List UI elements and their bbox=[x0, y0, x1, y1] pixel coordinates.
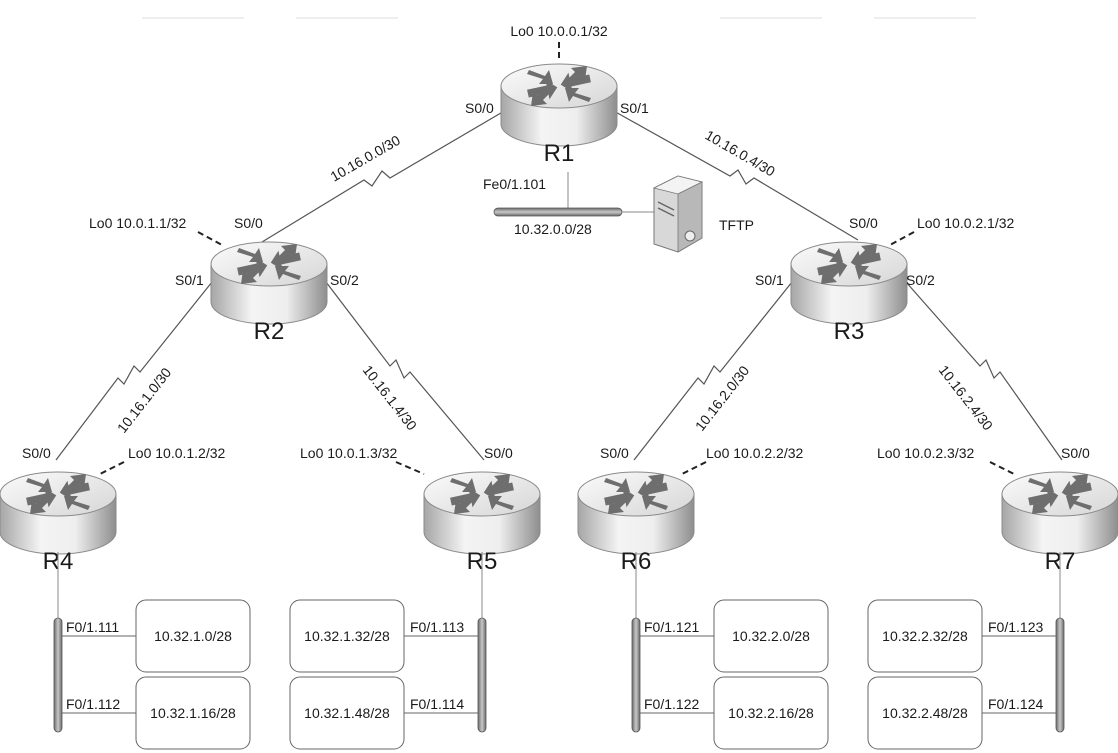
r4-loopback: Lo0 10.0.1.2/32 bbox=[128, 445, 226, 461]
r7-loopback: Lo0 10.0.2.3/32 bbox=[877, 445, 975, 461]
lan-r4-b: 10.32.1.16/28 bbox=[150, 705, 236, 721]
lan-r5-b: 10.32.1.48/28 bbox=[304, 705, 390, 721]
lan-r7-a: 10.32.2.32/28 bbox=[882, 628, 968, 644]
link-r2-r5 bbox=[325, 281, 485, 461]
link-r3-r7-label: 10.16.2.4/30 bbox=[936, 362, 997, 433]
r6-if-s00: S0/0 bbox=[600, 445, 629, 461]
link-r3-r6 bbox=[633, 281, 793, 461]
lan-r6-b: 10.32.2.16/28 bbox=[728, 705, 814, 721]
lan-r7-b: 10.32.2.48/28 bbox=[882, 705, 968, 721]
r6-sub1: F0/1.121 bbox=[644, 619, 699, 635]
tftp-network: 10.32.0.0/28 bbox=[514, 221, 592, 237]
link-r1-r3-label: 10.16.0.4/30 bbox=[703, 127, 779, 180]
router-r1-icon bbox=[500, 63, 618, 147]
link-r1-r3 bbox=[611, 109, 859, 241]
router-r3-icon bbox=[790, 241, 908, 325]
r2-name: R2 bbox=[254, 318, 285, 345]
router-r5-icon bbox=[423, 471, 541, 555]
r1-name: R1 bbox=[544, 140, 575, 167]
r6-sub2: F0/1.122 bbox=[644, 696, 699, 712]
link-r3-r7 bbox=[905, 281, 1063, 461]
r2-if-s02: S0/2 bbox=[330, 272, 359, 288]
r5-sub1: F0/1.113 bbox=[410, 619, 464, 635]
lan-r5-a: 10.32.1.32/28 bbox=[304, 628, 390, 644]
router-r6-icon bbox=[577, 471, 695, 555]
r5-loopback: Lo0 10.0.1.3/32 bbox=[300, 445, 398, 461]
r7-sub1: F0/1.123 bbox=[988, 619, 1043, 635]
loopback-dashes bbox=[99, 42, 1015, 475]
r6-loopback: Lo0 10.0.2.2/32 bbox=[706, 445, 804, 461]
router-r2-icon bbox=[210, 241, 328, 325]
serial-links bbox=[55, 109, 1063, 461]
link-r2-r4 bbox=[55, 281, 213, 461]
r7-sub2: F0/1.124 bbox=[988, 696, 1043, 712]
tftp-segment bbox=[493, 172, 656, 217]
r1-fe-subif: Fe0/1.101 bbox=[483, 176, 546, 192]
r3-loopback: Lo0 10.0.2.1/32 bbox=[917, 215, 1015, 231]
lan-r6-a: 10.32.2.0/28 bbox=[732, 628, 810, 644]
r2-if-s01: S0/1 bbox=[175, 272, 204, 288]
link-r1-r2 bbox=[261, 109, 507, 243]
r3-if-s01: S0/1 bbox=[755, 272, 784, 288]
server-icon bbox=[652, 175, 704, 253]
r1-loopback: Lo0 10.0.0.1/32 bbox=[510, 23, 608, 39]
r1-if-s00: S0/0 bbox=[465, 100, 494, 116]
r4-sub1: F0/1.111 bbox=[66, 619, 119, 635]
r2-if-s00: S0/0 bbox=[234, 215, 263, 231]
r5-sub2: F0/1.114 bbox=[410, 696, 464, 712]
router-r4-icon bbox=[0, 471, 117, 555]
lan-segments bbox=[53, 552, 1065, 750]
r3-name: R3 bbox=[834, 318, 865, 345]
r3-if-s00: S0/0 bbox=[849, 215, 878, 231]
r4-if-s00: S0/0 bbox=[22, 445, 51, 461]
link-r2-r4-label: 10.16.1.0/30 bbox=[114, 364, 175, 435]
r7-if-s00: S0/0 bbox=[1061, 445, 1090, 461]
router-r7-icon bbox=[1001, 471, 1118, 555]
r1-if-s01: S0/1 bbox=[620, 100, 649, 116]
r3-if-s02: S0/2 bbox=[906, 272, 935, 288]
r2-loopback: Lo0 10.0.1.1/32 bbox=[89, 215, 187, 231]
r5-if-s00: S0/0 bbox=[484, 445, 513, 461]
link-r3-r6-label: 10.16.2.0/30 bbox=[692, 362, 753, 433]
r4-sub2: F0/1.112 bbox=[66, 696, 120, 712]
lan-r4-a: 10.32.1.0/28 bbox=[154, 628, 232, 644]
tftp-label: TFTP bbox=[719, 217, 754, 233]
